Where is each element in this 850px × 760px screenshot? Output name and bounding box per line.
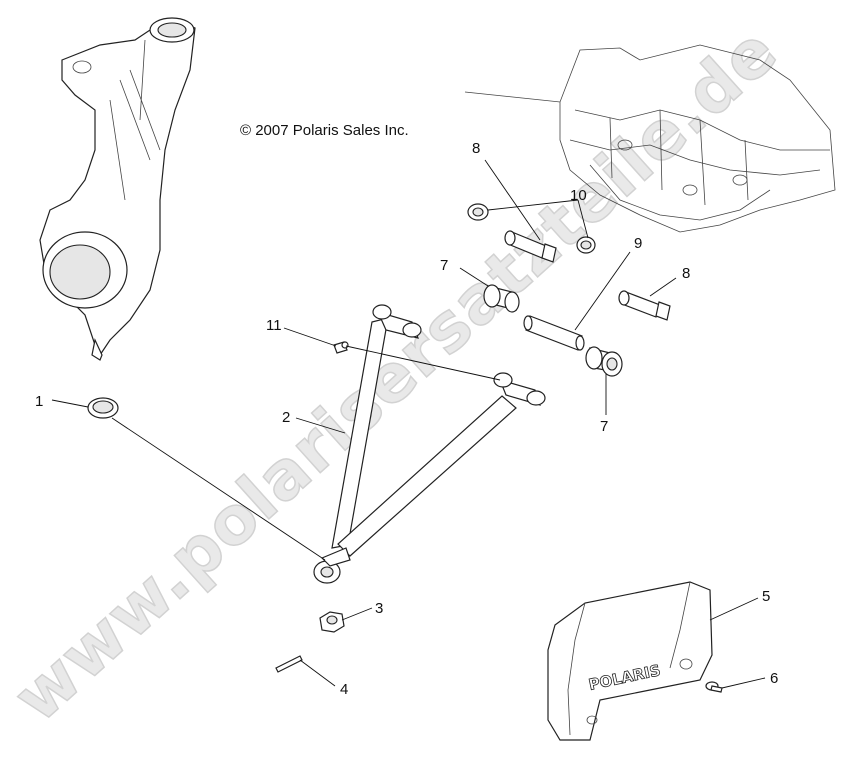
callout-11: 11 <box>266 317 282 334</box>
callout-7-upper: 7 <box>440 257 448 274</box>
sleeve-tube <box>523 315 585 351</box>
castle-nut <box>319 611 345 633</box>
grease-fitting <box>333 341 349 354</box>
callout-4: 4 <box>340 681 348 698</box>
callouts: 1 2 3 4 5 6 7 7 8 8 9 10 11 <box>35 140 778 698</box>
cotter-pin <box>275 655 303 673</box>
callout-3: 3 <box>375 600 383 617</box>
callout-8-upper: 8 <box>472 140 480 157</box>
callout-9: 9 <box>634 235 642 252</box>
leader-lines <box>51 159 766 689</box>
flange-nut <box>467 203 596 254</box>
spindle-knuckle <box>39 17 196 361</box>
cup-washer <box>87 397 119 419</box>
frame-section <box>464 44 836 233</box>
callout-7-lower: 7 <box>600 418 608 435</box>
callout-5: 5 <box>762 588 770 605</box>
callout-10: 10 <box>570 187 587 204</box>
callout-6: 6 <box>770 670 778 687</box>
callout-1: 1 <box>35 393 43 410</box>
callout-8-right: 8 <box>682 265 690 282</box>
a-arm <box>313 304 546 584</box>
callout-2: 2 <box>282 409 290 426</box>
a-arm-cover: POLARIS <box>547 581 713 741</box>
copyright-text: © 2007 Polaris Sales Inc. <box>240 122 409 139</box>
screw <box>705 681 723 693</box>
bushing <box>483 284 623 377</box>
bolt <box>504 230 671 321</box>
